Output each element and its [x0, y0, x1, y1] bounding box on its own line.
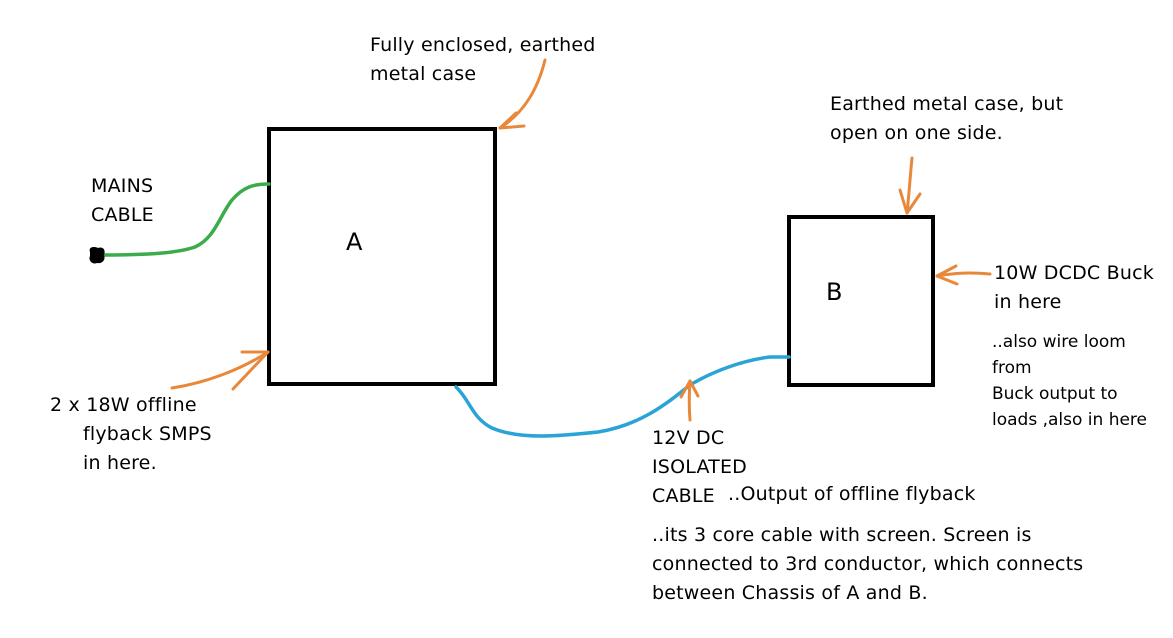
output-note: ..Output of offline flyback [728, 483, 976, 505]
buck-note: 10W DCDC Buck in here [994, 262, 1154, 313]
box-b [787, 215, 935, 387]
smps-note-line-1: 2 x 18W offline [50, 394, 197, 416]
arrow-case-b [898, 156, 922, 215]
smps-note-line-2: flyback SMPS [83, 423, 212, 445]
box-a-label: A [346, 228, 363, 256]
box-b-label: B [826, 278, 843, 306]
mains-cable-label: MAINS CABLE [91, 175, 154, 226]
mains-plug-icon [89, 247, 105, 264]
case-b-note: Earthed metal case, but open on one side… [830, 93, 1064, 144]
arrow-case-a [498, 58, 547, 130]
cable-note: 12V DC ISOLATED CABLE [652, 427, 748, 507]
loom-note: ..also wire loom from Buck output to loa… [992, 332, 1148, 430]
arrow-cable [679, 379, 700, 422]
mains-cable-wire [95, 182, 271, 257]
arrow-smps [170, 350, 270, 391]
case-a-note: Fully enclosed, earthed metal case [370, 34, 596, 85]
smps-note-line-3: in here. [83, 452, 157, 474]
dc-cable-wire [454, 355, 791, 438]
arrow-buck [935, 264, 992, 286]
screen-note: ..its 3 core cable with screen. Screen i… [652, 524, 1084, 604]
box-a [267, 127, 497, 386]
